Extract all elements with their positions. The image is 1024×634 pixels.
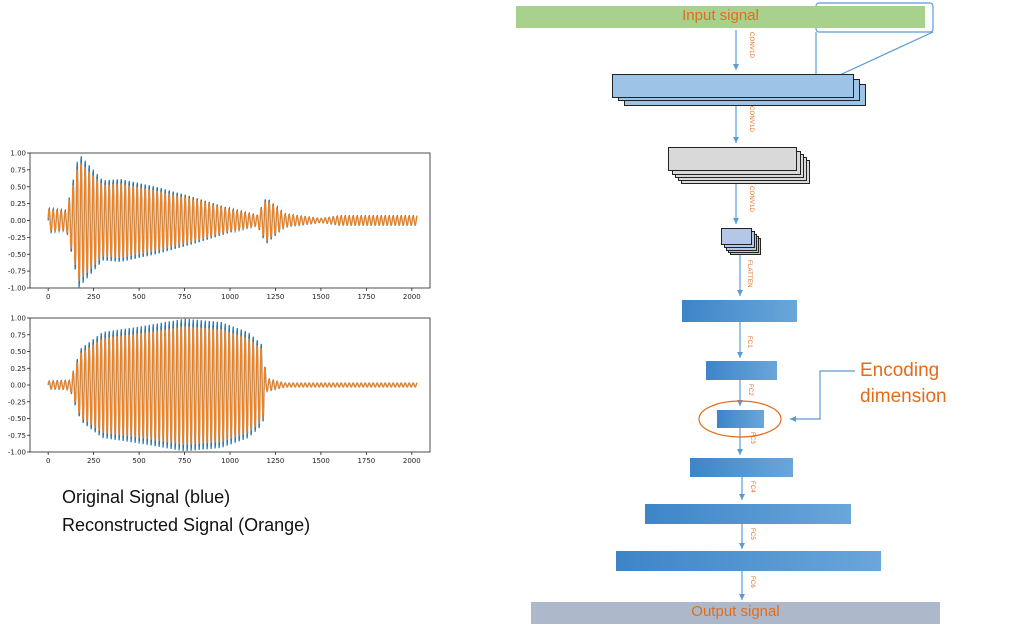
x-tick-label: 2000 bbox=[403, 293, 421, 301]
y-tick-label: 0.50 bbox=[10, 183, 26, 191]
y-tick-label: 0.50 bbox=[10, 348, 26, 356]
y-tick-label: 0.00 bbox=[10, 382, 26, 390]
x-tick-label: 1500 bbox=[312, 457, 330, 465]
x-tick-label: 500 bbox=[132, 457, 145, 465]
fc2-layer bbox=[706, 361, 777, 380]
x-tick-label: 250 bbox=[87, 457, 100, 465]
x-tick-label: 0 bbox=[46, 457, 50, 465]
encoding-ellipse bbox=[698, 400, 782, 438]
edge-label-fc1: FC1 bbox=[746, 336, 752, 348]
x-tick-label: 250 bbox=[87, 293, 100, 301]
y-tick-label: -0.25 bbox=[8, 234, 26, 242]
y-tick-label: 0.25 bbox=[10, 365, 26, 373]
x-tick-label: 1500 bbox=[312, 293, 330, 301]
legend-reconstructed: Reconstructed Signal (Orange) bbox=[62, 515, 311, 535]
series-reconstructed bbox=[47, 326, 418, 446]
x-tick-label: 1750 bbox=[357, 457, 375, 465]
edge-label-conv1d: CONV1D bbox=[748, 32, 754, 59]
x-tick-label: 1750 bbox=[357, 293, 375, 301]
x-tick-label: 500 bbox=[132, 293, 145, 301]
series-reconstructed bbox=[47, 162, 418, 282]
fc5-layer bbox=[645, 504, 851, 524]
y-tick-label: -1.00 bbox=[8, 285, 26, 293]
x-tick-label: 750 bbox=[178, 293, 191, 301]
x-tick-label: 0 bbox=[46, 293, 50, 301]
y-tick-label: 1.00 bbox=[10, 315, 26, 323]
edge-label-conv1d: CONV1D bbox=[748, 106, 754, 133]
conv1d-filter bbox=[721, 228, 752, 245]
y-tick-label: -0.25 bbox=[8, 398, 26, 406]
y-tick-label: -0.50 bbox=[8, 415, 26, 423]
fc6-layer bbox=[616, 551, 881, 571]
edge-label-fc5: FC5 bbox=[749, 528, 755, 540]
conv1d-filter bbox=[612, 74, 854, 98]
x-tick-label: 1000 bbox=[221, 293, 239, 301]
fc4-layer bbox=[690, 458, 793, 477]
y-tick-label: -0.75 bbox=[8, 268, 26, 276]
y-tick-label: 0.25 bbox=[10, 200, 26, 208]
edge-label-flatten: FLATTEN bbox=[746, 260, 752, 288]
y-tick-label: -1.00 bbox=[8, 449, 26, 457]
x-tick-label: 1250 bbox=[267, 457, 285, 465]
y-tick-label: 1.00 bbox=[10, 150, 26, 158]
legend-original: Original Signal (blue) bbox=[62, 487, 231, 507]
output-signal-bar: Output signal bbox=[531, 602, 940, 624]
y-tick-label: 0.75 bbox=[10, 166, 26, 174]
encoding-dimension-label-line1: Encoding bbox=[860, 360, 940, 381]
edge-label-fc4: FC4 bbox=[749, 481, 755, 493]
edge-label-fc3: FC3 bbox=[749, 432, 755, 444]
x-tick-label: 2000 bbox=[403, 457, 421, 465]
x-tick-label: 1250 bbox=[267, 293, 285, 301]
y-tick-label: 0.00 bbox=[10, 217, 26, 225]
encoding-pointer bbox=[790, 370, 855, 422]
fc3-encoding-layer bbox=[717, 410, 764, 428]
edge-label-fc2: FC2 bbox=[747, 384, 753, 396]
encoding-dimension-label-line2: dimension bbox=[860, 386, 947, 407]
x-tick-label: 1000 bbox=[221, 457, 239, 465]
y-tick-label: -0.50 bbox=[8, 251, 26, 259]
y-tick-label: -0.75 bbox=[8, 432, 26, 440]
x-tick-label: 750 bbox=[178, 457, 191, 465]
edge-label-fc6: FC6 bbox=[749, 576, 755, 588]
fc1-layer bbox=[682, 300, 797, 322]
conv1d-filter bbox=[668, 147, 797, 171]
input-signal-bar: Input signal bbox=[516, 6, 925, 28]
original-vs-reconstructed-plot-2: 0 250 500 750 1000 1250 1500 1750 2000 1.00 0.75 0.… bbox=[8, 315, 431, 465]
edge-label-conv1d: CONV1D bbox=[748, 186, 754, 213]
y-tick-label: 0.75 bbox=[10, 331, 26, 339]
original-vs-reconstructed-plot-1: 0 250 500 750 1000 1250 1500 1750 2000 1.00 0.75 0.… bbox=[8, 150, 431, 301]
